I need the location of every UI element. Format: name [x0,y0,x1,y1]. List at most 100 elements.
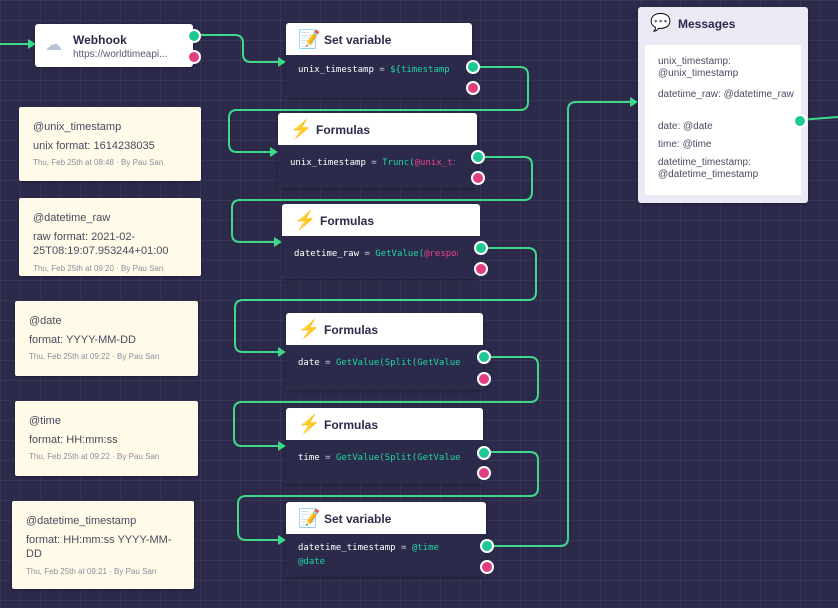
expr-equals: = [319,453,336,463]
messages-title: Messages [678,17,736,31]
note-unix-timestamp[interactable]: @unix_timestamp unix format: 1614238035 … [19,107,201,181]
error-port[interactable] [477,372,491,386]
messages-content: unix_timestamp: @unix_timestamp datetime… [645,45,801,195]
error-port[interactable] [471,171,485,185]
arrow-setvar1-in [278,57,286,67]
note-name: @datetime_timestamp [26,515,137,527]
arrow-messages-in [630,97,638,107]
lightning-icon: ⚡ [298,319,321,339]
note-date[interactable]: @date format: YYYY-MM-DD Thu, Feb 25th a… [15,301,198,376]
error-port[interactable] [474,262,488,276]
formulas-header: ⚡ Formulas [282,204,480,236]
cloud-icon: ☁ [45,35,62,54]
formulas-node-2[interactable]: ⚡ Formulas datetime_raw = GetValue(@resp… [282,204,488,279]
node-body: unix_timestamp = Trunc(@unix_time [278,145,477,188]
node-expression: date = GetValue(Split(GetValue(@r [298,356,461,370]
node-title: Formulas [316,123,371,137]
note-meta: Thu, Feb 25th at 08:48 · By Pau San [33,158,164,167]
node-title: Formulas [320,214,375,228]
note-datetime-raw[interactable]: @datetime_raw raw format: 2021-02-25T08:… [19,198,201,276]
message-line: unix_timestamp: @unix_timestamp [658,56,739,79]
webhook-error-port[interactable] [187,50,201,64]
messages-success-port[interactable] [793,114,807,128]
expr-variable: datetime_raw [294,249,360,259]
expr-variable: date [298,358,320,368]
expr-variable: unix_timestamp [290,158,366,168]
expr-argument: @unix_time [414,158,455,168]
note-description: raw format: 2021-02-25T08:19:07.953244+0… [33,231,169,257]
expr-equals: = [395,543,412,553]
wire-formula2-formula3 [234,247,537,353]
note-time[interactable]: @time format: HH:mm:ss Thu, Feb 25th at … [15,401,198,476]
node-expression: datetime_raw = GetValue(@response [294,247,458,261]
node-expression: datetime_timestamp = @time @date [298,541,464,569]
formulas-node-1[interactable]: ⚡ Formulas unix_timestamp = Trunc(@unix_… [278,113,485,188]
expr-equals: = [359,249,376,259]
formulas-node-4[interactable]: ⚡ Formulas time = GetValue(Split(GetValu… [286,408,491,484]
success-port[interactable] [471,150,485,164]
success-port[interactable] [477,350,491,364]
expr-value-date: @date [298,557,326,567]
webhook-title: Webhook [73,33,127,47]
error-port[interactable] [480,560,494,574]
note-datetime-timestamp[interactable]: @datetime_timestamp format: HH:mm:ss YYY… [12,501,194,589]
speech-bubble-icon: 💬 [650,13,672,32]
note-description: format: HH:mm:ss [29,434,118,446]
note-meta: Thu, Feb 25th at 09:20 · By Pau San [33,264,164,273]
expr-equals: = [319,358,336,368]
set-variable-header: 📝 Set variable [286,502,486,534]
node-title: Set variable [324,512,392,526]
expr-value-time: @time [411,543,439,553]
error-port[interactable] [477,466,491,480]
lightning-icon: ⚡ [290,119,313,139]
node-body: datetime_timestamp = @time @date [286,534,486,577]
arrow-formula4-in [278,441,286,451]
message-line: date: @date [658,121,713,132]
node-title: Formulas [324,323,379,337]
note-description: unix format: 1614238035 [33,140,155,152]
expr-function: GetValue( [375,249,425,259]
wire-webhook-setvar [193,34,280,63]
set-variable-header: 📝 Set variable [286,23,472,55]
node-expression: unix_timestamp = ${timestamp} [298,63,450,77]
success-port[interactable] [474,241,488,255]
arrow-formula2-in [274,237,282,247]
message-line: datetime_raw: @datetime_raw [658,89,794,100]
expr-equals: = [365,158,383,168]
set-variable-node-2[interactable]: 📝 Set variable datetime_timestamp = @tim… [286,502,494,577]
success-port[interactable] [477,446,491,460]
set-variable-node-1[interactable]: 📝 Set variable unix_timestamp = ${timest… [286,23,480,98]
lightning-icon: ⚡ [294,210,317,230]
node-body: date = GetValue(Split(GetValue(@r [286,345,483,390]
expr-argument: @response [424,249,458,259]
wire-formula4-setvar2 [237,451,539,541]
note-name: @unix_timestamp [33,121,122,133]
success-port[interactable] [480,539,494,553]
error-port[interactable] [466,81,480,95]
formulas-header: ⚡ Formulas [286,408,483,440]
expr-function: GetValue(Split(GetValue(Sp [335,453,461,463]
message-line: time: @time [658,139,712,150]
expr-function: Trunc( [382,158,415,168]
memo-icon: 📝 [298,29,321,49]
messages-node[interactable]: 💬 Messages unix_timestamp: @unix_timesta… [638,7,808,203]
expr-function: GetValue(Split(GetValue( [335,358,461,368]
webhook-success-port[interactable] [187,29,201,43]
note-description: format: HH:mm:ss YYYY-MM-DD [26,534,172,560]
webhook-node[interactable]: ☁ Webhook https://worldtimeapi... [35,24,201,67]
note-meta: Thu, Feb 25th at 09:21 · By Pau San [26,567,157,576]
node-body: time = GetValue(Split(GetValue(Sp [286,440,483,484]
expr-variable: time [298,453,320,463]
note-name: @date [29,315,62,327]
node-expression: time = GetValue(Split(GetValue(Sp [298,451,461,465]
wire-formula1-formula2 [231,156,533,243]
arrow-webhook-in [28,39,36,49]
formulas-node-3[interactable]: ⚡ Formulas date = GetValue(Split(GetValu… [286,313,491,390]
expr-equals: = [373,65,391,75]
expr-variable: unix_timestamp [298,65,374,75]
success-port[interactable] [466,60,480,74]
formulas-header: ⚡ Formulas [278,113,477,145]
webhook-url: https://worldtimeapi... [73,49,168,60]
formulas-header: ⚡ Formulas [286,313,483,345]
